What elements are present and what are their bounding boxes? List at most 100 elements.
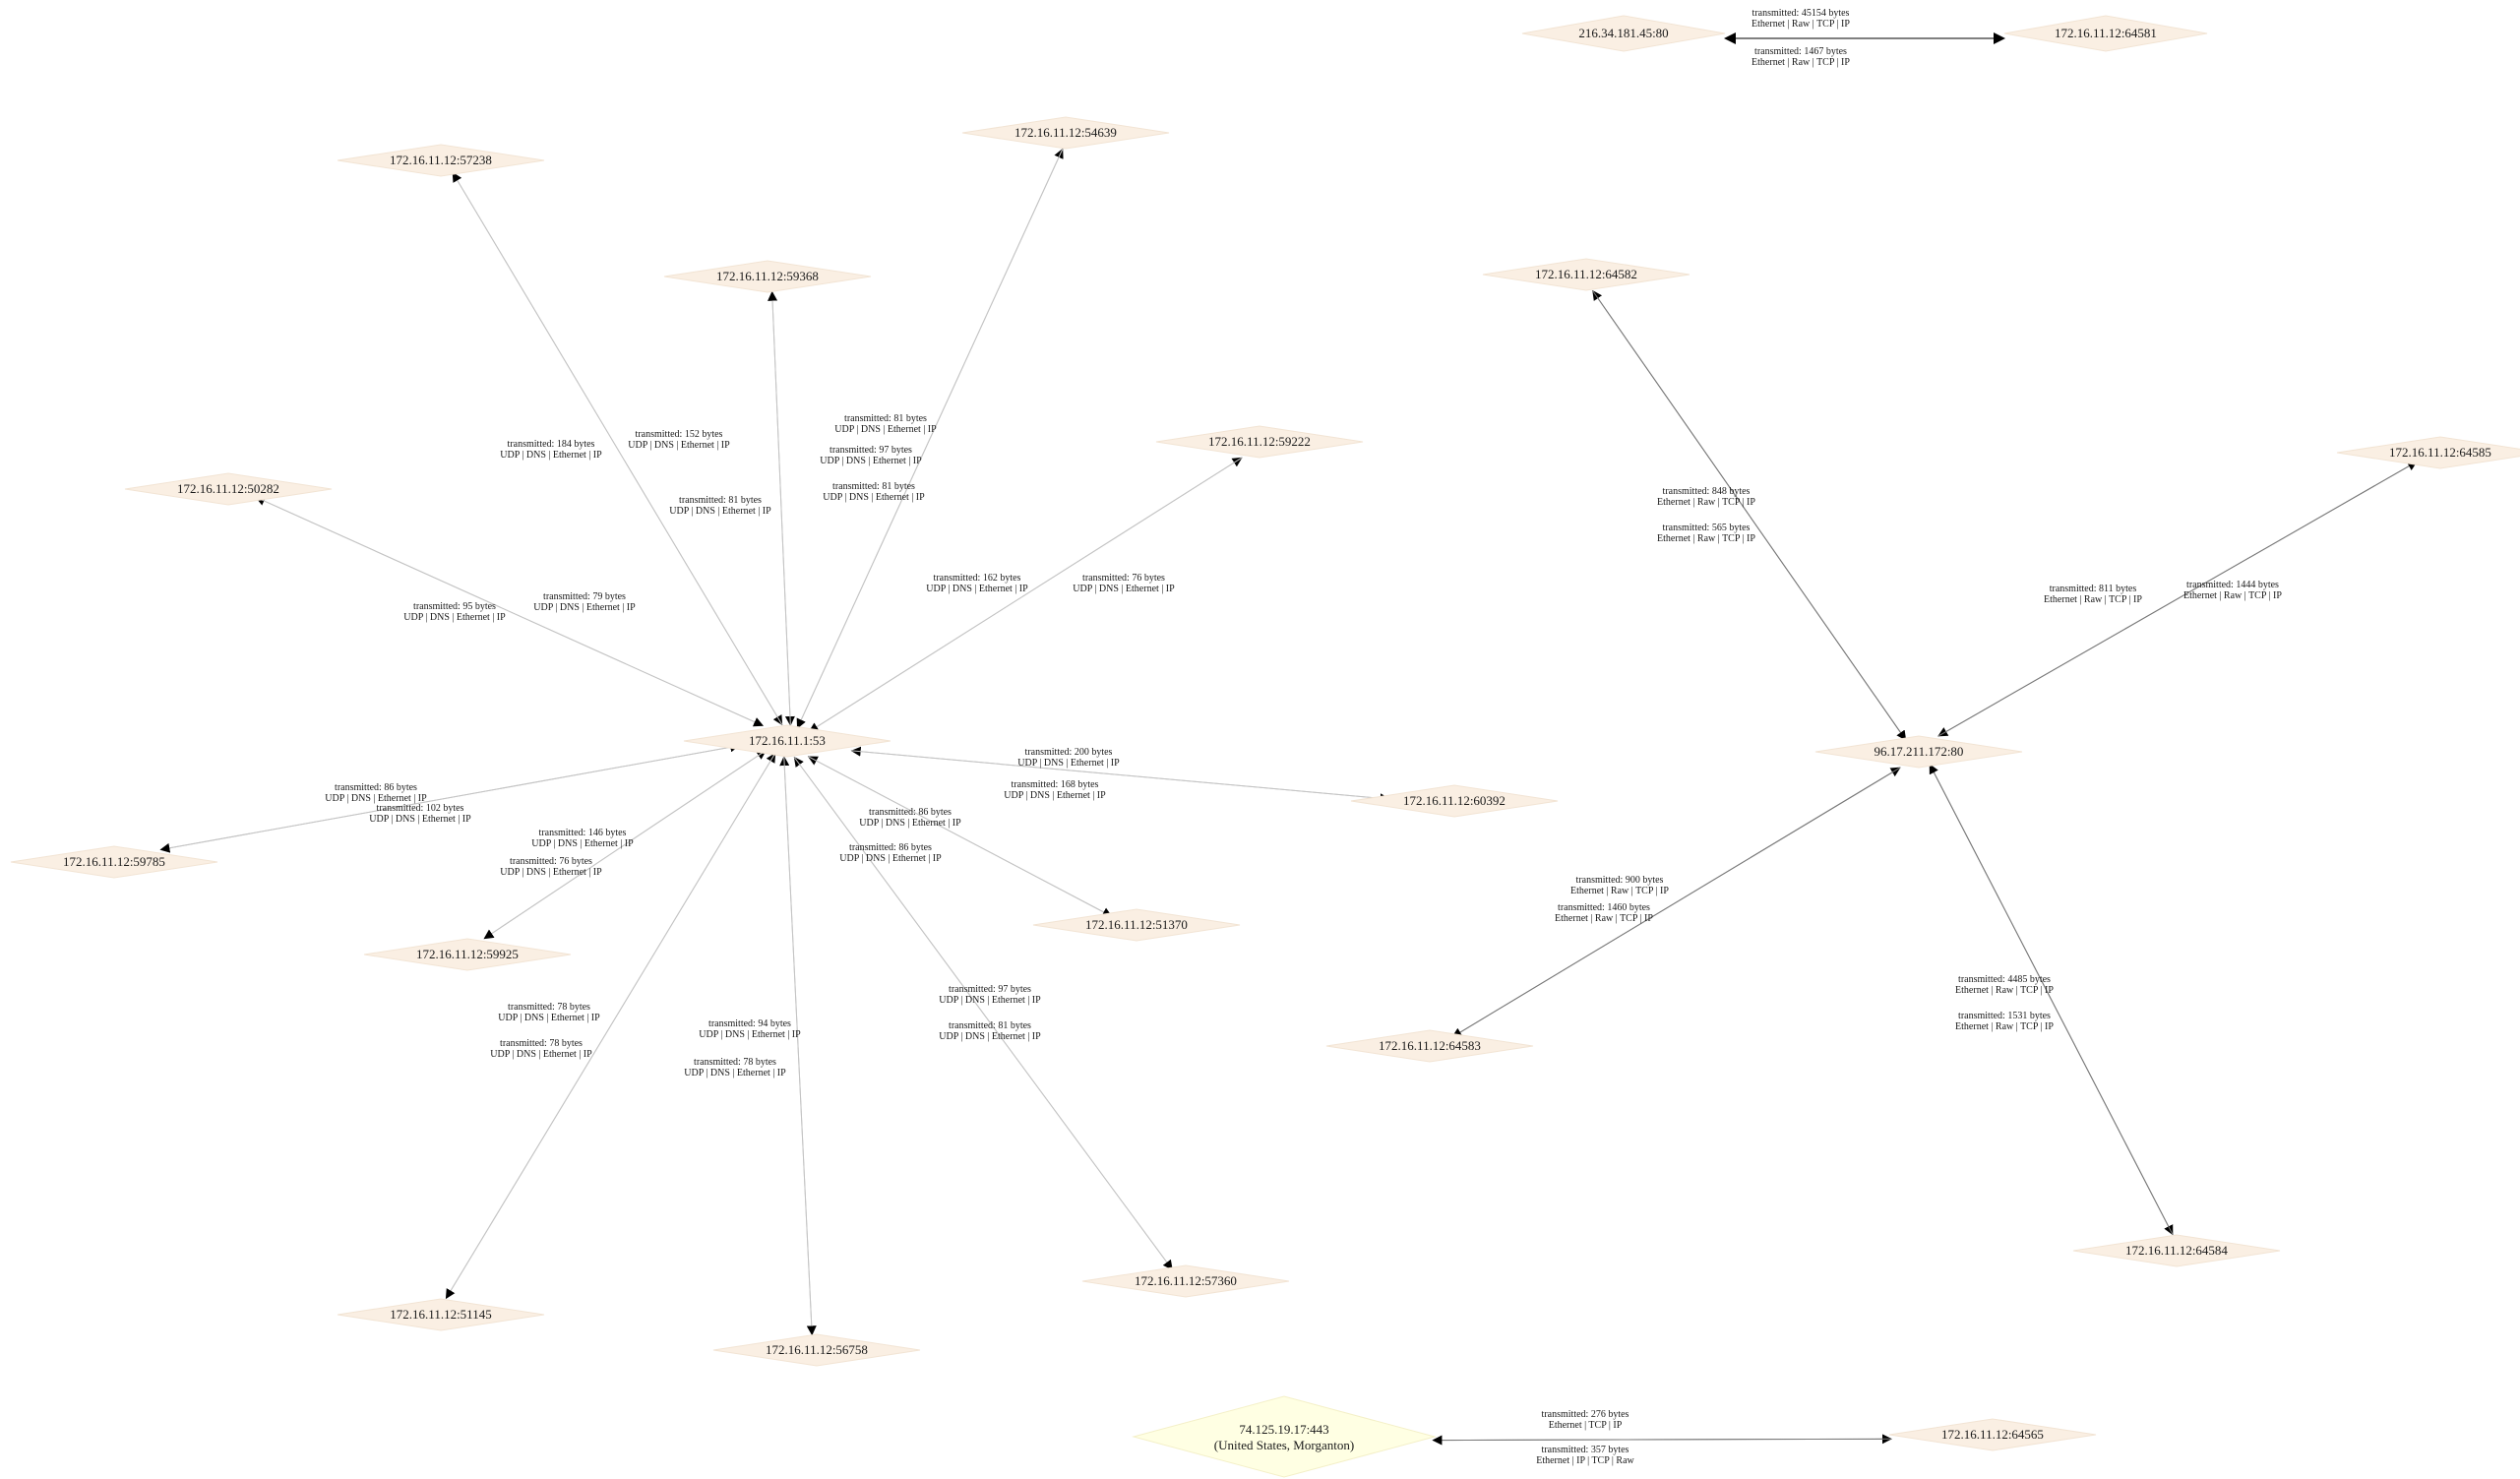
edge-bytes-label: transmitted: 102 bytes	[377, 803, 464, 814]
node-p56758[interactable]: 172.16.11.12:56758	[712, 1333, 921, 1367]
node-label: 172.16.11.12:51370	[1085, 917, 1188, 932]
edge-bytes-label: transmitted: 565 bytes	[1663, 523, 1751, 533]
edge-protocol-label: Ethernet | Raw | TCP | IP	[1955, 985, 2054, 996]
node-location-label: (United States, Morganton)	[1214, 1438, 1354, 1452]
edge-bytes-label: transmitted: 86 bytes	[335, 782, 417, 793]
node-diamond-shape	[1350, 784, 1559, 818]
edge-dns-to-p59785	[159, 745, 740, 853]
node-diamond-shape	[2336, 436, 2520, 469]
edge-bytes-label: transmitted: 81 bytes	[949, 1020, 1031, 1031]
edge-dns-to-p51370	[808, 756, 1113, 917]
node-diamond-shape	[1081, 1264, 1290, 1298]
edge-protocol-label: UDP | DNS | Ethernet | IP	[500, 450, 602, 461]
node-p51145[interactable]: 172.16.11.12:51145	[337, 1298, 545, 1331]
edge-bytes-label: transmitted: 81 bytes	[844, 413, 927, 424]
nodes-layer: 172.16.11.1:53 172.16.11.12:57238 172.16.1…	[10, 15, 2520, 1478]
node-diamond-shape	[10, 845, 218, 879]
edge-protocol-label: Ethernet | Raw | TCP | IP	[1955, 1021, 2054, 1032]
edge-p64565-to-geo	[1432, 1435, 1891, 1446]
node-label: 172.16.11.12:57360	[1135, 1273, 1237, 1288]
node-diamond-shape	[337, 144, 545, 177]
edge-p59222-to-dns	[808, 457, 1243, 733]
node-p57238[interactable]: 172.16.11.12:57238	[337, 144, 545, 177]
edge-bytes-label: transmitted: 79 bytes	[543, 591, 626, 602]
node-p57360[interactable]: 172.16.11.12:57360	[1081, 1264, 1290, 1298]
node-diamond-shape	[1888, 1418, 2097, 1451]
node-p64585[interactable]: 172.16.11.12:64585	[2336, 436, 2520, 469]
node-label: 172.16.11.12:64584	[2125, 1243, 2228, 1258]
node-diamond-shape	[1521, 15, 1726, 52]
node-ext1[interactable]: 216.34.181.45:80	[1521, 15, 1726, 52]
node-p50282[interactable]: 172.16.11.12:50282	[124, 472, 333, 506]
node-label: 172.16.11.12:57238	[390, 153, 492, 167]
edge-protocol-label: UDP | DNS | Ethernet | IP	[500, 867, 602, 878]
edge-protocol-label: Ethernet | Raw | TCP | IP	[1657, 497, 1755, 508]
node-p64584[interactable]: 172.16.11.12:64584	[2072, 1234, 2281, 1267]
edge-bytes-label: transmitted: 848 bytes	[1663, 486, 1751, 497]
edge-protocol-label: UDP | DNS | Ethernet | IP	[531, 838, 634, 849]
edge-protocol-label: UDP | DNS | Ethernet | IP	[684, 1068, 786, 1078]
node-p64582[interactable]: 172.16.11.12:64582	[1482, 258, 1690, 291]
edge-protocol-label: UDP | DNS | Ethernet | IP	[369, 814, 471, 825]
node-diamond-shape	[663, 260, 872, 293]
node-web[interactable]: 96.17.211.172:80	[1814, 735, 2023, 769]
edge-protocol-label: Ethernet | TCP | IP	[1549, 1420, 1623, 1431]
node-p59368[interactable]: 172.16.11.12:59368	[663, 260, 872, 293]
node-p59925[interactable]: 172.16.11.12:59925	[363, 938, 572, 971]
edge-bytes-label: transmitted: 276 bytes	[1542, 1409, 1629, 1420]
edge-bytes-label: transmitted: 97 bytes	[830, 445, 912, 456]
node-p64581[interactable]: 172.16.11.12:64581	[2003, 15, 2208, 52]
node-p59785[interactable]: 172.16.11.12:59785	[10, 845, 218, 879]
node-label: 172.16.11.12:51145	[390, 1307, 491, 1322]
node-dns[interactable]: 172.16.11.1:53	[683, 724, 891, 758]
node-diamond-shape	[363, 938, 572, 971]
node-p64583[interactable]: 172.16.11.12:64583	[1325, 1029, 1534, 1063]
edge-bytes-label: transmitted: 4485 bytes	[1958, 974, 2051, 985]
node-label: 172.16.11.12:60392	[1403, 793, 1506, 808]
node-diamond-shape	[1155, 425, 1364, 459]
edge-protocol-label: UDP | DNS | Ethernet | IP	[859, 818, 961, 829]
node-label: 172.16.11.12:64581	[2055, 26, 2157, 40]
edges-layer	[159, 32, 2418, 1446]
node-p54639[interactable]: 172.16.11.12:54639	[961, 116, 1170, 150]
edge-bytes-label: transmitted: 76 bytes	[510, 856, 592, 867]
node-label: 172.16.11.12:64582	[1535, 267, 1637, 281]
edge-bytes-label: transmitted: 86 bytes	[869, 807, 952, 818]
node-p51370[interactable]: 172.16.11.12:51370	[1032, 908, 1241, 942]
edge-protocol-label: UDP | DNS | Ethernet | IP	[1004, 790, 1106, 801]
node-diamond-shape	[712, 1333, 921, 1367]
node-label: 74.125.19.17:443	[1239, 1422, 1328, 1437]
node-diamond-shape	[337, 1298, 545, 1331]
node-diamond-shape	[1814, 735, 2023, 769]
edge-bytes-label: transmitted: 184 bytes	[508, 439, 595, 450]
node-label: 172.16.11.12:59925	[416, 947, 519, 961]
edge-bytes-label: transmitted: 81 bytes	[679, 495, 762, 506]
edge-p64582-to-web	[1592, 290, 1907, 741]
edge-protocol-label: Ethernet | Raw | TCP | IP	[1555, 913, 1653, 924]
node-p64565[interactable]: 172.16.11.12:64565	[1888, 1418, 2097, 1451]
node-p59222[interactable]: 172.16.11.12:59222	[1155, 425, 1364, 459]
edge-protocol-label: Ethernet | Raw | TCP | IP	[1752, 57, 1850, 68]
node-diamond-shape	[683, 724, 891, 758]
node-geo[interactable]: 74.125.19.17:443(United States, Morganto…	[1132, 1395, 1437, 1478]
edge-protocol-label: Ethernet | Raw | TCP | IP	[2044, 594, 2142, 605]
edge-protocol-label: UDP | DNS | Ethernet | IP	[628, 440, 730, 451]
node-p60392[interactable]: 172.16.11.12:60392	[1350, 784, 1559, 818]
edge-bytes-label: transmitted: 162 bytes	[934, 573, 1021, 584]
edge-protocol-label: UDP | DNS | Ethernet | IP	[834, 424, 937, 435]
edge-bytes-label: transmitted: 45154 bytes	[1752, 8, 1850, 19]
edge-bytes-label: transmitted: 357 bytes	[1542, 1445, 1629, 1455]
